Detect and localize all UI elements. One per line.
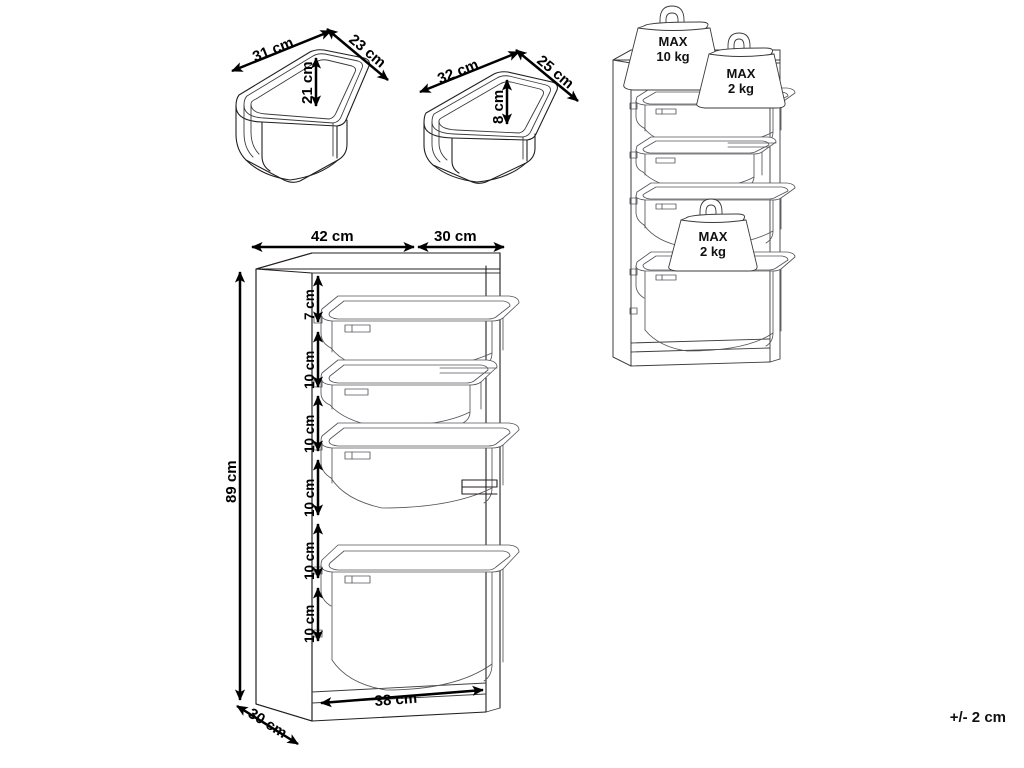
figure-large-bin: 31 cm 23 cm 21 cm (231, 28, 389, 183)
dim-chain-5-label: 10 cm (302, 542, 317, 580)
figure-load-diagram: MAX 10 kg MAX 2 kg MAX 2 kg (612, 5, 796, 367)
dim-cabinet-top-depth-label: 30 cm (434, 228, 477, 245)
weight-max-2kg-lower: MAX 2 kg (668, 198, 758, 272)
dim-chain-1-label: 7 cm (302, 289, 317, 320)
dim-cabinet-height-chain: 7 cm 10 cm 10 cm 10 cm 10 cm 10 cm (302, 275, 324, 643)
cabinet-bin-1[interactable] (313, 295, 520, 373)
cabinet-carcass (255, 252, 501, 722)
tolerance-note: +/- 2 cm (950, 709, 1006, 726)
dim-small-bin-height: 8 cm (490, 79, 513, 125)
dim-large-bin-height-label: 21 cm (299, 61, 316, 104)
dim-cabinet-total-height: 89 cm (223, 271, 246, 701)
dim-cabinet-top-width-label: 42 cm (311, 228, 354, 245)
dim-cabinet-base-width: 38 cm (320, 685, 484, 710)
weight-max-2kg-upper: MAX 2 kg (696, 32, 786, 109)
dim-cabinet-top-width: 42 cm (251, 228, 415, 253)
dim-chain-4-label: 10 cm (302, 479, 317, 517)
weight-max-10kg-line2: 10 kg (656, 49, 689, 64)
cabinet-mid-rail (461, 479, 498, 495)
figure-small-bin: 32 cm 25 cm 8 cm (419, 49, 579, 184)
weight-max-2kg-lower-line2: 2 kg (700, 244, 726, 259)
dim-chain-6-label: 10 cm (302, 605, 317, 643)
dim-cabinet-base-width-label: 38 cm (374, 690, 418, 710)
weight-max-2kg-lower-line1: MAX (699, 229, 728, 244)
dim-large-bin-height: 21 cm (299, 57, 322, 107)
dim-cabinet-total-height-label: 89 cm (223, 460, 240, 503)
dim-cabinet-top-depth: 30 cm (417, 228, 505, 253)
weight-max-10kg-line1: MAX (659, 34, 688, 49)
dim-chain-2-label: 10 cm (302, 351, 317, 389)
weight-max-10kg: MAX 10 kg (623, 5, 723, 91)
cabinet-bin-4[interactable] (313, 544, 520, 691)
load-bin-2 (629, 136, 777, 190)
dim-small-bin-height-label: 8 cm (490, 90, 507, 124)
figure-cabinet: 42 cm 30 cm 89 cm 7 cm 10 cm 10 cm 10 cm (223, 228, 520, 746)
dim-chain-3-label: 10 cm (302, 415, 317, 453)
weight-max-2kg-upper-line1: MAX (727, 66, 756, 81)
weight-max-2kg-upper-line2: 2 kg (728, 81, 754, 96)
